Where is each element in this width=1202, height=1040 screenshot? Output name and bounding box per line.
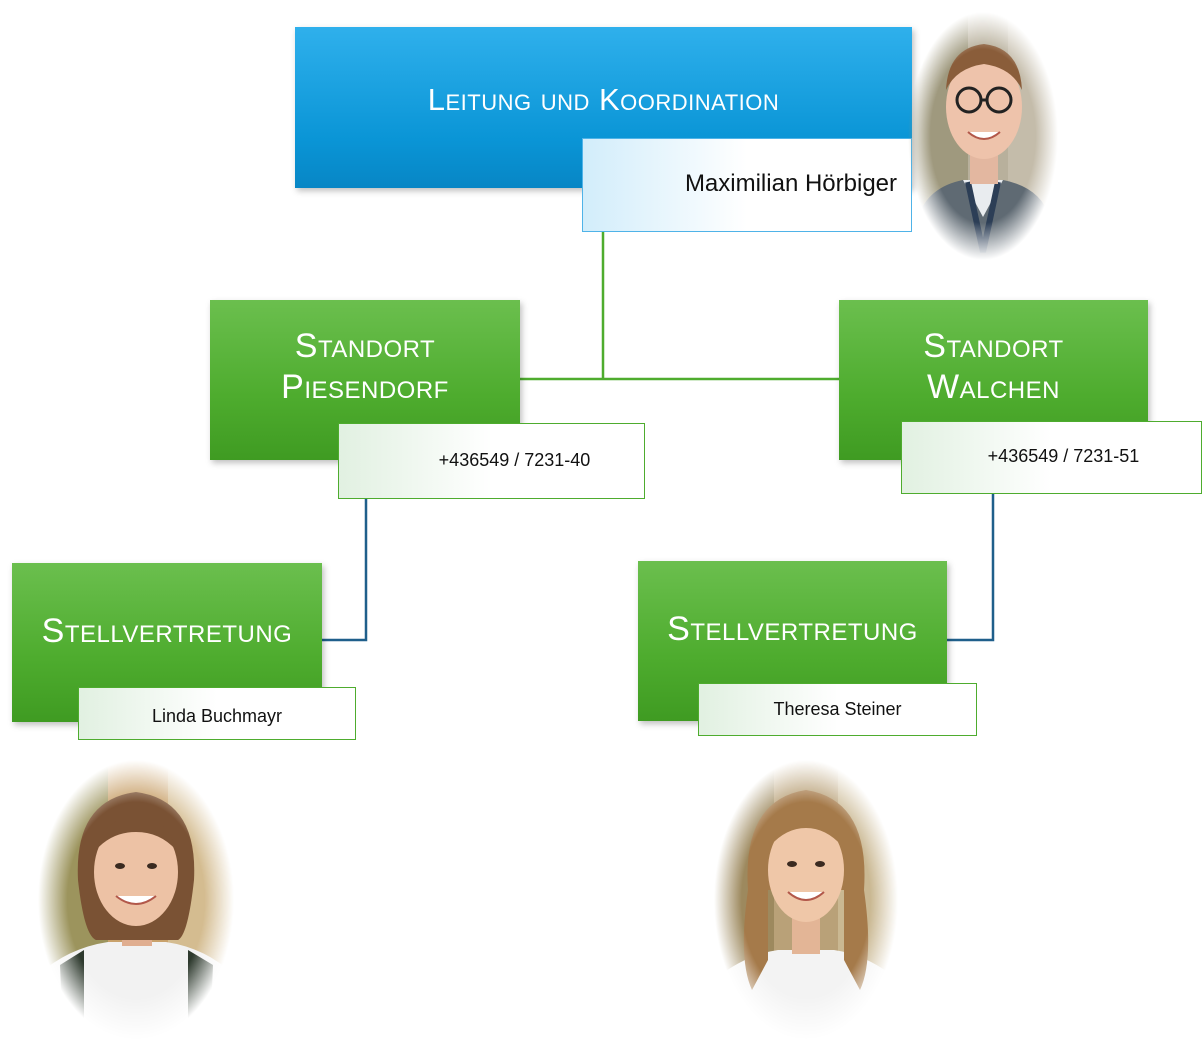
stellvertretung-walchen-title: Stellvertretung	[667, 610, 918, 648]
standort-piesendorf-line2: Piesendorf	[281, 367, 449, 406]
stellvertretung-walchen-name: Theresa Steiner	[773, 699, 902, 719]
standort-piesendorf-phone-label: +436549 / 7231-40	[338, 423, 645, 499]
standort-piesendorf-line1: Standort	[294, 327, 436, 365]
standort-piesendorf-phone: +436549 / 7231-40	[438, 449, 591, 470]
leitung-name-label: Maximilian Hörbiger	[582, 138, 912, 232]
leitung-title: Leitung und Koordination	[427, 82, 780, 117]
leitung-photo	[908, 12, 1058, 260]
leitung-name: Maximilian Hörbiger	[684, 170, 897, 197]
connector-walchen-stellvertretung	[947, 494, 995, 642]
standort-walchen-line2: Walchen	[927, 367, 1060, 406]
standort-walchen-phone-label: +436549 / 7231-51	[901, 421, 1202, 494]
stellvertretung-walchen-name-label: Theresa Steiner	[698, 683, 977, 736]
standort-walchen-phone: +436549 / 7231-51	[987, 446, 1140, 466]
stellvertretung-piesendorf-name: Linda Buchmayr	[151, 706, 283, 726]
stellvertretung-piesendorf-name-label: Linda Buchmayr	[78, 687, 356, 740]
stellvertretung-walchen-photo	[714, 760, 898, 1040]
stellvertretung-piesendorf-title: Stellvertretung	[41, 612, 293, 650]
connector-piesendorf-stellvertretung	[322, 498, 368, 642]
stellvertretung-piesendorf-photo	[38, 760, 234, 1040]
standort-walchen-line1: Standort	[923, 327, 1064, 365]
